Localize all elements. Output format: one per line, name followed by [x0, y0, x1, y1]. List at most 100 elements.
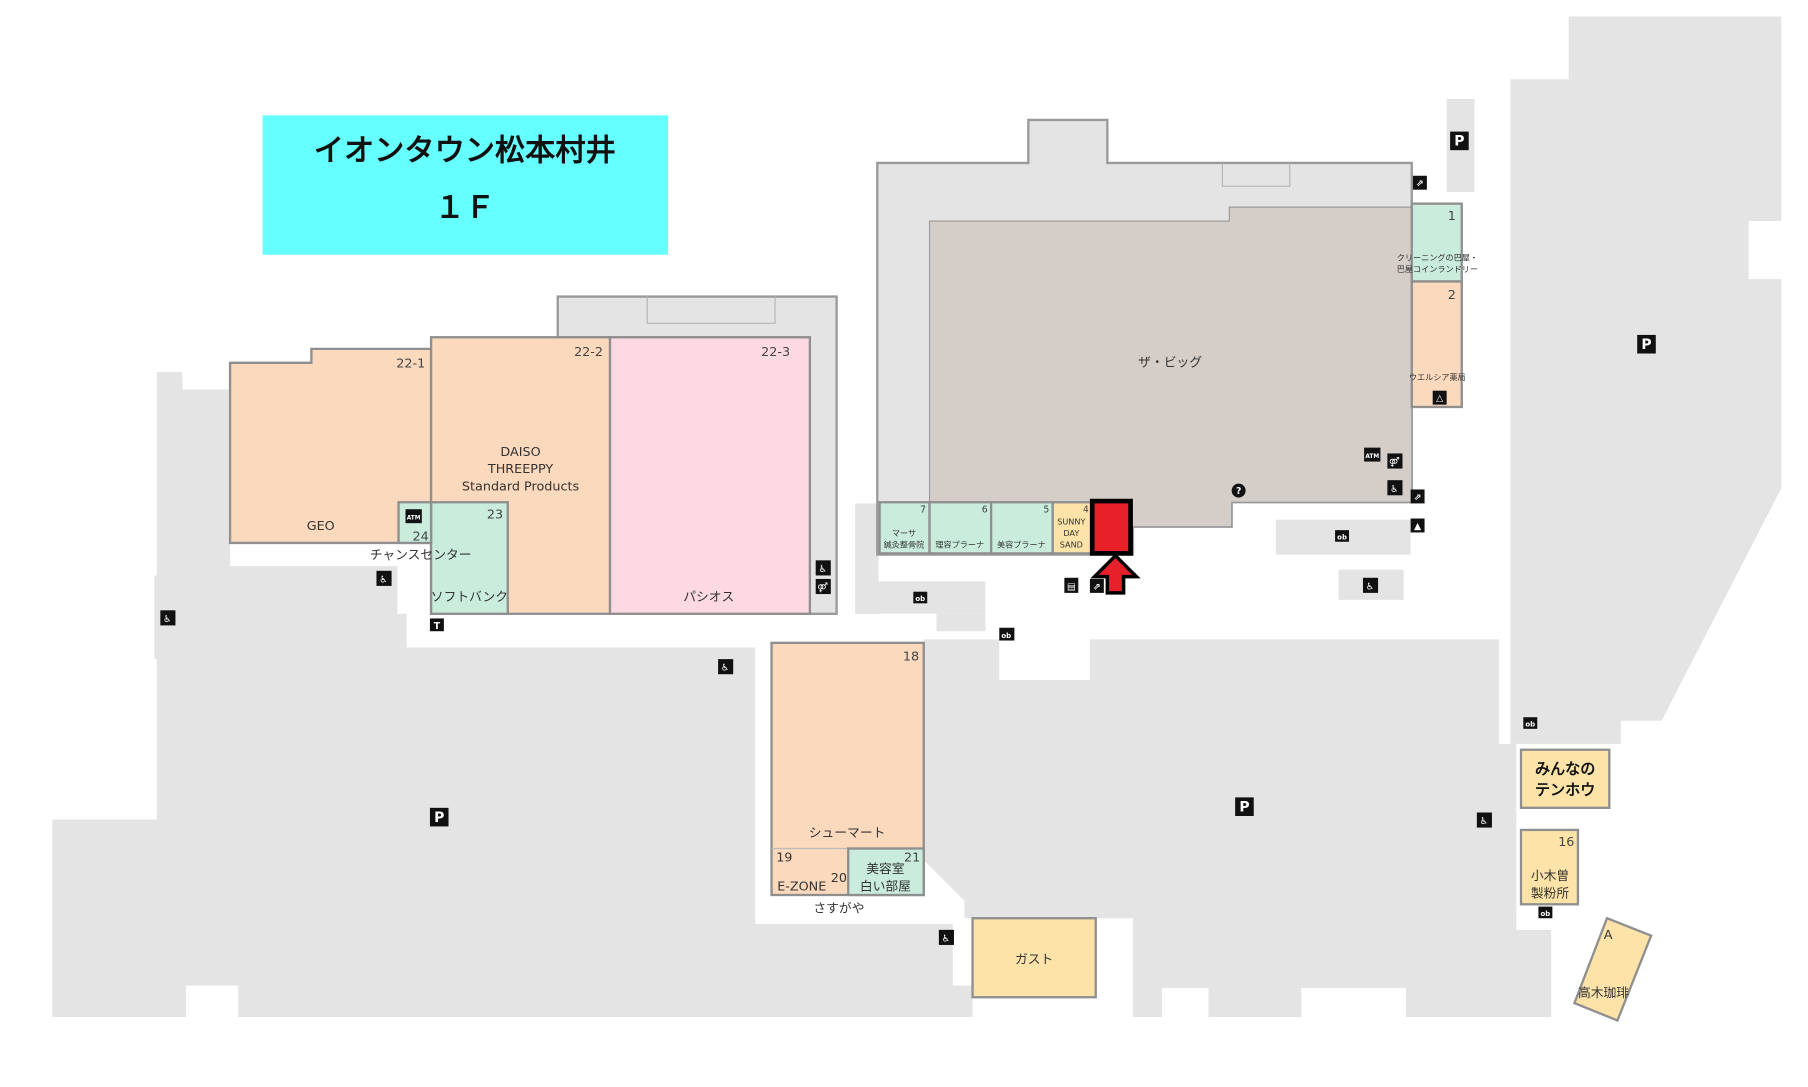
west-building: 22-1 GEO 22-2 DAISO THREEPPY Standard Pr…: [228, 295, 838, 615]
store-number: 4: [1083, 505, 1089, 516]
svg-text:♿: ♿: [818, 564, 826, 575]
store-number: 2: [1448, 288, 1456, 303]
store-pasios[interactable]: [608, 336, 812, 615]
store-number: 16: [1558, 835, 1574, 850]
svg-text:♿: ♿: [1480, 816, 1488, 827]
store-label: SUNNY: [1057, 516, 1085, 526]
store-a[interactable]: [1572, 916, 1653, 1022]
store-label: 高木珈琲: [1578, 985, 1629, 1001]
wheelchair-icon: ♿: [718, 659, 734, 675]
store-5[interactable]: [989, 501, 1054, 555]
svg-text:⇗: ⇗: [1093, 581, 1101, 592]
wheelchair-icon: ♿: [376, 570, 392, 586]
store-number: 24: [413, 530, 429, 545]
store-label: 白い部屋: [860, 878, 911, 894]
parking-icon: P: [1450, 131, 1469, 151]
store-label: 鍼灸整骨院: [884, 540, 925, 550]
store-label: テンホウ: [1535, 781, 1595, 799]
svg-text:P: P: [1239, 799, 1249, 815]
svg-text:♿: ♿: [379, 574, 387, 585]
store-number: 1: [1448, 209, 1456, 224]
store-softbank[interactable]: [429, 501, 509, 615]
store-6[interactable]: [928, 501, 993, 555]
arrow-up-icon: [1090, 553, 1141, 595]
svg-text:ob: ob: [1337, 533, 1347, 541]
store-label: Standard Products: [462, 480, 580, 495]
store-label: GEO: [307, 519, 335, 534]
svg-text:?: ?: [1236, 486, 1241, 497]
svg-text:⇗: ⇗: [1414, 492, 1422, 503]
store-16[interactable]: [1519, 828, 1580, 906]
wheelchair-icon: ♿: [815, 560, 831, 576]
store-tenhou[interactable]: [1519, 748, 1611, 810]
store-label: チャンスセンター: [370, 548, 472, 563]
wheelchair-icon: ♿: [160, 610, 176, 626]
store-label: シューマート: [809, 826, 886, 841]
store-label: ザ・ビッグ: [1138, 355, 1202, 370]
store-label: ガスト: [1015, 953, 1053, 968]
store-label: 製粉所: [1531, 886, 1570, 901]
store-21[interactable]: [847, 847, 925, 897]
svg-text:ob: ob: [1541, 910, 1551, 918]
store-label: DAISO: [500, 445, 540, 460]
store-number: 22-2: [574, 345, 603, 360]
store-label: 美容室: [866, 861, 905, 877]
map-icons: P P P P ATM ATM ⚤ ⚤ ♿ ♿ ♿ ♿ ♿ ♿ ♿ ♿ ob o…: [160, 131, 1656, 945]
store-number: 22-3: [761, 345, 790, 360]
store-label: マーサ: [892, 528, 916, 538]
svg-text:ob: ob: [1001, 632, 1011, 640]
restroom-icon: ⚤: [815, 578, 831, 595]
store-7[interactable]: [878, 501, 931, 555]
svg-text:⚤: ⚤: [1389, 457, 1400, 468]
store-2[interactable]: [1410, 280, 1463, 409]
store-label: SAND: [1060, 540, 1083, 550]
wheelchair-icon: ♿: [938, 929, 954, 945]
store-daiso[interactable]: [429, 336, 612, 615]
store-label: DAY: [1063, 528, 1079, 538]
store-label: 巴屋コインランドリー: [1397, 264, 1478, 274]
store-label: みんなの: [1535, 760, 1595, 778]
svg-text:♿: ♿: [721, 663, 729, 674]
store-number: 22-1: [396, 356, 425, 371]
svg-text:⚤: ⚤: [817, 583, 828, 594]
bicycle-parking-icon: ob: [913, 591, 928, 604]
svg-text:P: P: [1641, 337, 1651, 353]
escalator-icon: ⇗: [1412, 175, 1427, 190]
store-label: E-ZONE: [777, 879, 826, 894]
info-icon: ?: [1231, 483, 1246, 498]
parking-icon: P: [429, 807, 449, 827]
store-number: 20: [831, 871, 847, 886]
store-label: さすがや: [813, 901, 864, 916]
bicycle-parking-icon: ob: [1335, 530, 1350, 542]
location-marker: [1089, 498, 1133, 556]
svg-text:P: P: [1454, 134, 1464, 150]
svg-text:△: △: [1436, 393, 1444, 404]
store-label: 美容プラーナ: [997, 540, 1046, 550]
wheelchair-icon: ♿: [1476, 812, 1492, 828]
mall-name: イオンタウン松本村井: [314, 134, 616, 169]
store-label: 小木曽: [1531, 869, 1569, 884]
svg-text:♿: ♿: [1366, 581, 1374, 592]
store-1[interactable]: [1410, 202, 1463, 283]
parking-icon: P: [1235, 797, 1254, 816]
floor-label: １Ｆ: [435, 191, 495, 226]
svg-text:T: T: [434, 621, 441, 632]
svg-text:▲: ▲: [1414, 521, 1422, 532]
bicycle-parking-icon: ob: [1523, 717, 1538, 729]
store-number: A: [1604, 928, 1613, 943]
south-stores: 18 シューマート 19 E-ZONE 20 さすがや 21 美容室 白い部屋 …: [770, 641, 1653, 1022]
svg-text:⇗: ⇗: [1416, 178, 1424, 189]
wheelchair-icon: ♿: [1362, 577, 1379, 593]
store-gusto[interactable]: [971, 917, 1097, 999]
svg-text:♿: ♿: [942, 933, 950, 944]
svg-text:ob: ob: [915, 595, 925, 603]
smoking-area-icon: T: [429, 618, 444, 632]
store-label: パシオス: [683, 590, 734, 605]
svg-text:♿: ♿: [163, 614, 171, 625]
svg-text:ATM: ATM: [1365, 454, 1379, 460]
store-label: クリーニングの巴屋・: [1397, 253, 1478, 263]
atm-icon: ATM: [1364, 447, 1381, 462]
motorbike-parking-icon: ob: [999, 627, 1015, 641]
east-building: ザ・ビッグ 1 クリーニングの巴屋・ 巴屋コインランドリー 2 ウエルシア薬局 …: [876, 118, 1478, 595]
